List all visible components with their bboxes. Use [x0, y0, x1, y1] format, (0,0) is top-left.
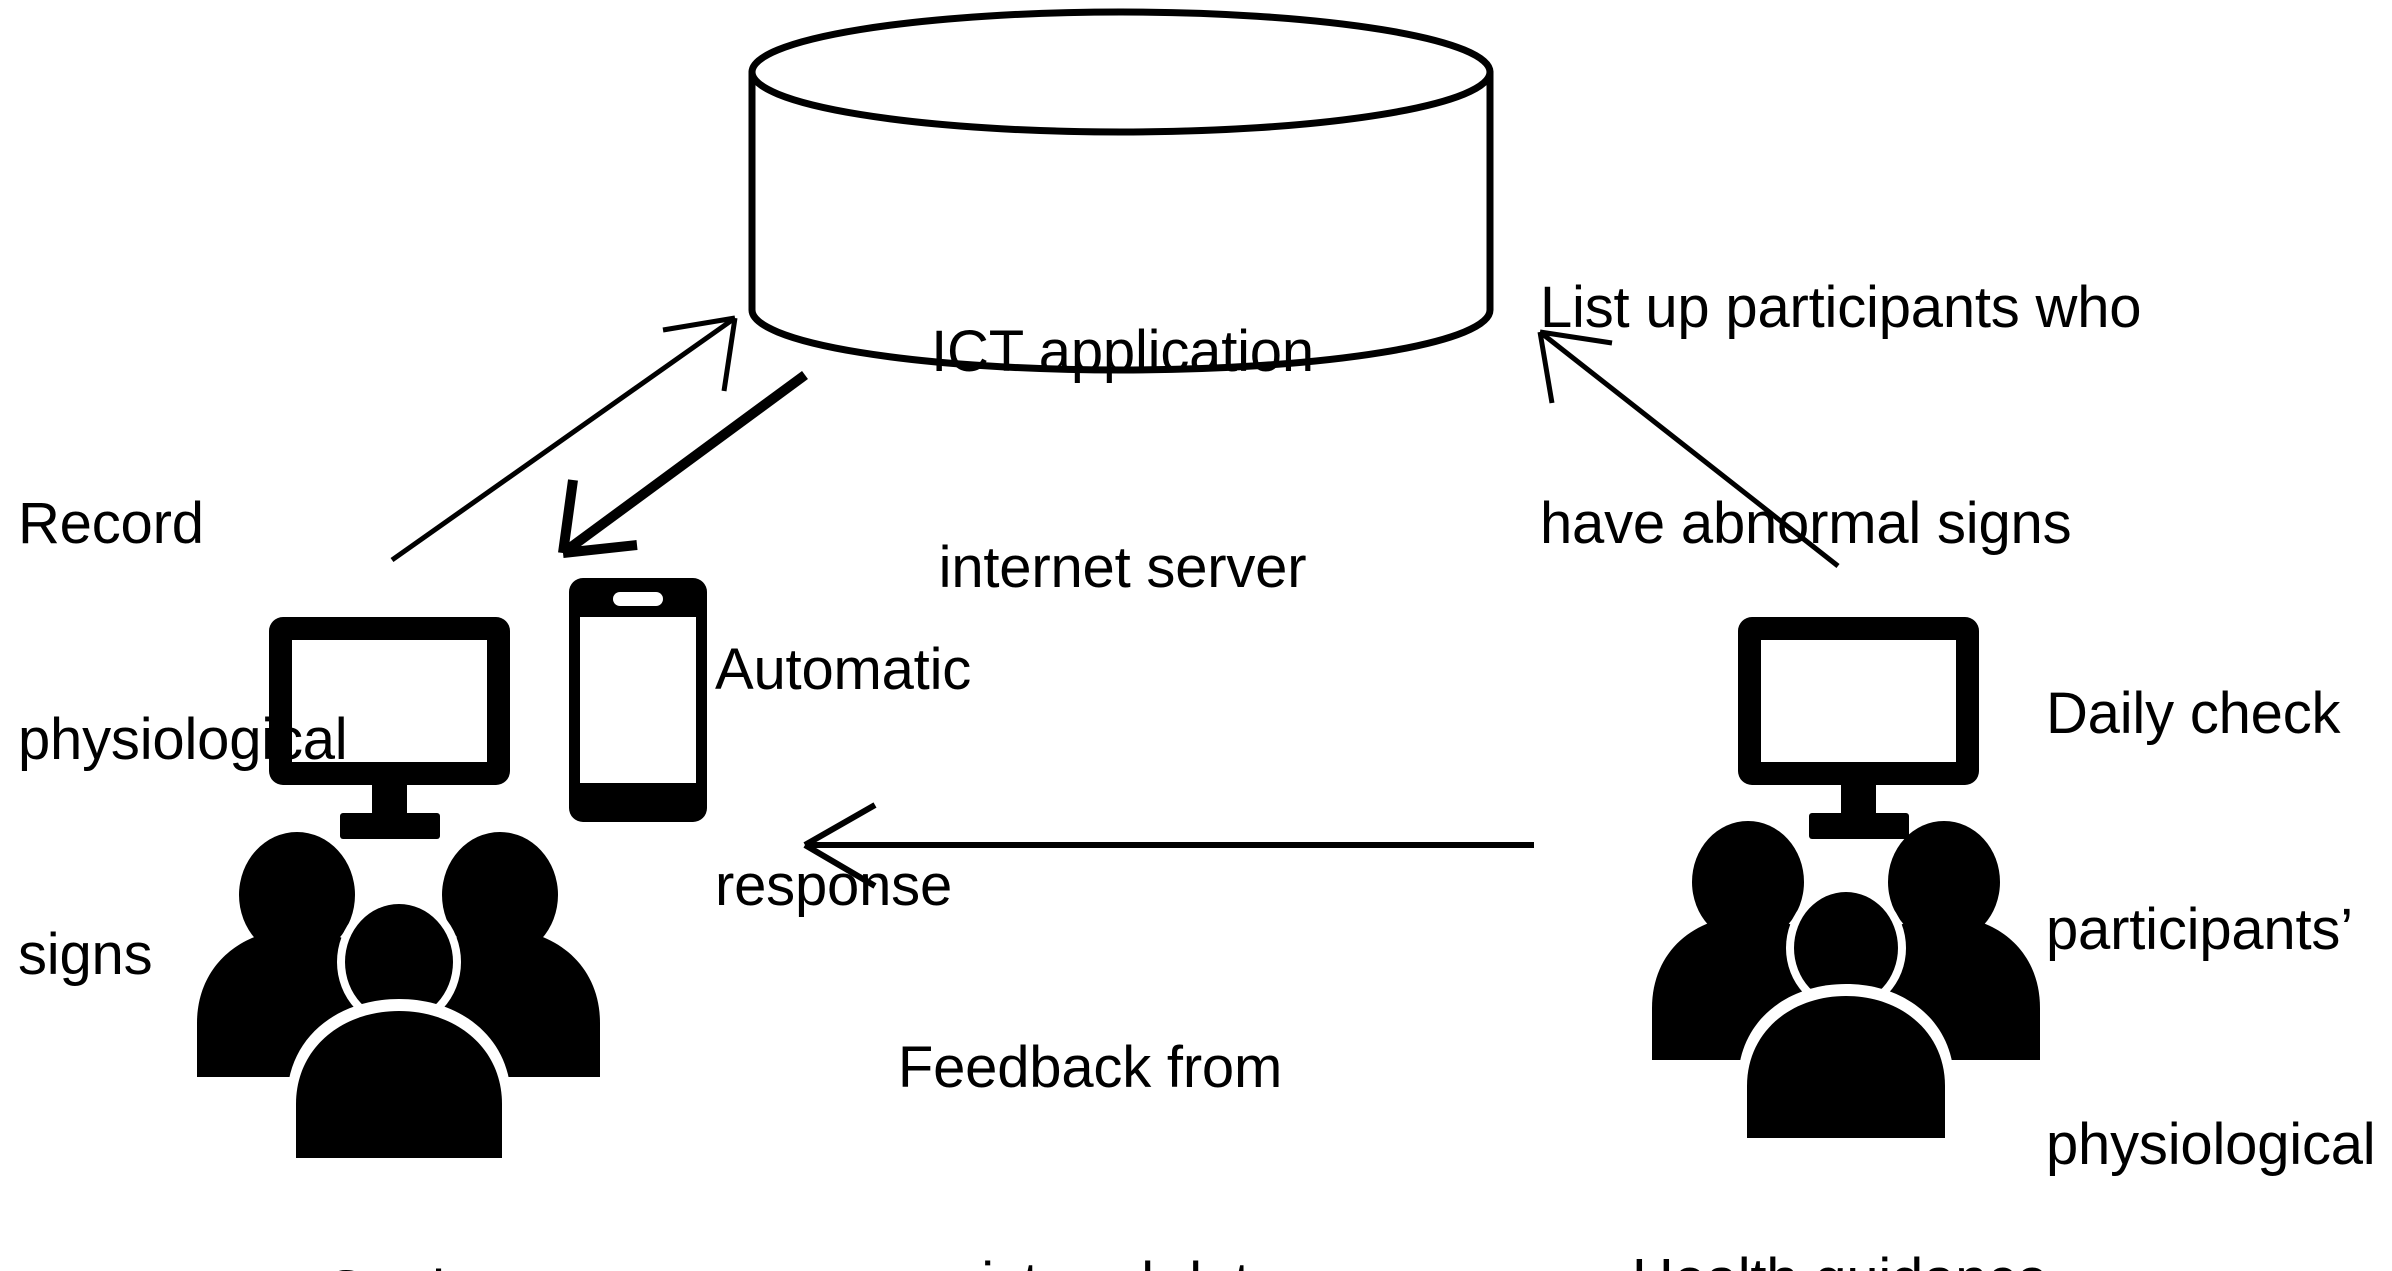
participants-label: Study participants: [150, 1112, 650, 1271]
server-cylinder-icon: [748, 8, 1494, 374]
edge-label-record: Record physiological signs: [18, 344, 438, 1135]
edge-label-feedback: Feedback from registered data: [840, 888, 1340, 1271]
arrow-daily-check-list-up: [1537, 329, 1840, 568]
server-label: ICT application internet server: [860, 172, 1385, 747]
smartphone-icon: [569, 578, 707, 822]
record-line-1: Record: [18, 490, 204, 556]
server-label-line-2: internet server: [938, 534, 1307, 600]
record-line-2: physiological: [18, 706, 348, 772]
arrow-record-physiological-signs: [390, 315, 738, 563]
monitor-icon-instructor: [1738, 617, 1979, 839]
arrow-automatic-response: [558, 370, 808, 558]
people-group-icon-instructor: [1652, 821, 2040, 1138]
edge-label-automatic-response: Automatic response: [715, 490, 1135, 1065]
instructor-label: Health guidance instructor: [1570, 1100, 2110, 1271]
server-label-line-1: ICT application: [931, 318, 1314, 384]
list-up-line-2: have abnormal signs: [1540, 490, 2072, 556]
record-line-3: signs: [18, 922, 153, 988]
monitor-icon: [269, 617, 510, 839]
daily-check-line-1: Daily check: [2046, 680, 2341, 746]
feedback-line-1: Feedback from: [897, 1034, 1283, 1100]
arrow-feedback-from-registered-data: [803, 802, 1534, 889]
automatic-response-line-1: Automatic: [715, 636, 972, 702]
daily-check-line-2: participants’: [2046, 896, 2353, 962]
edge-label-list-up: List up participants who have abnormal s…: [1540, 128, 2270, 703]
feedback-line-2: registered data: [840, 1248, 1340, 1271]
instructor-label-line-1: Health guidance: [1570, 1244, 2110, 1271]
participants-label-line-1: Study: [150, 1256, 650, 1271]
daily-check-line-3: physiological: [2046, 1112, 2376, 1178]
edge-label-daily-check: Daily check participants’ physiological …: [2046, 534, 2392, 1271]
list-up-line-1: List up participants who: [1540, 274, 2142, 340]
automatic-response-line-2: response: [715, 852, 952, 918]
people-group-icon-participants: [197, 832, 600, 1158]
